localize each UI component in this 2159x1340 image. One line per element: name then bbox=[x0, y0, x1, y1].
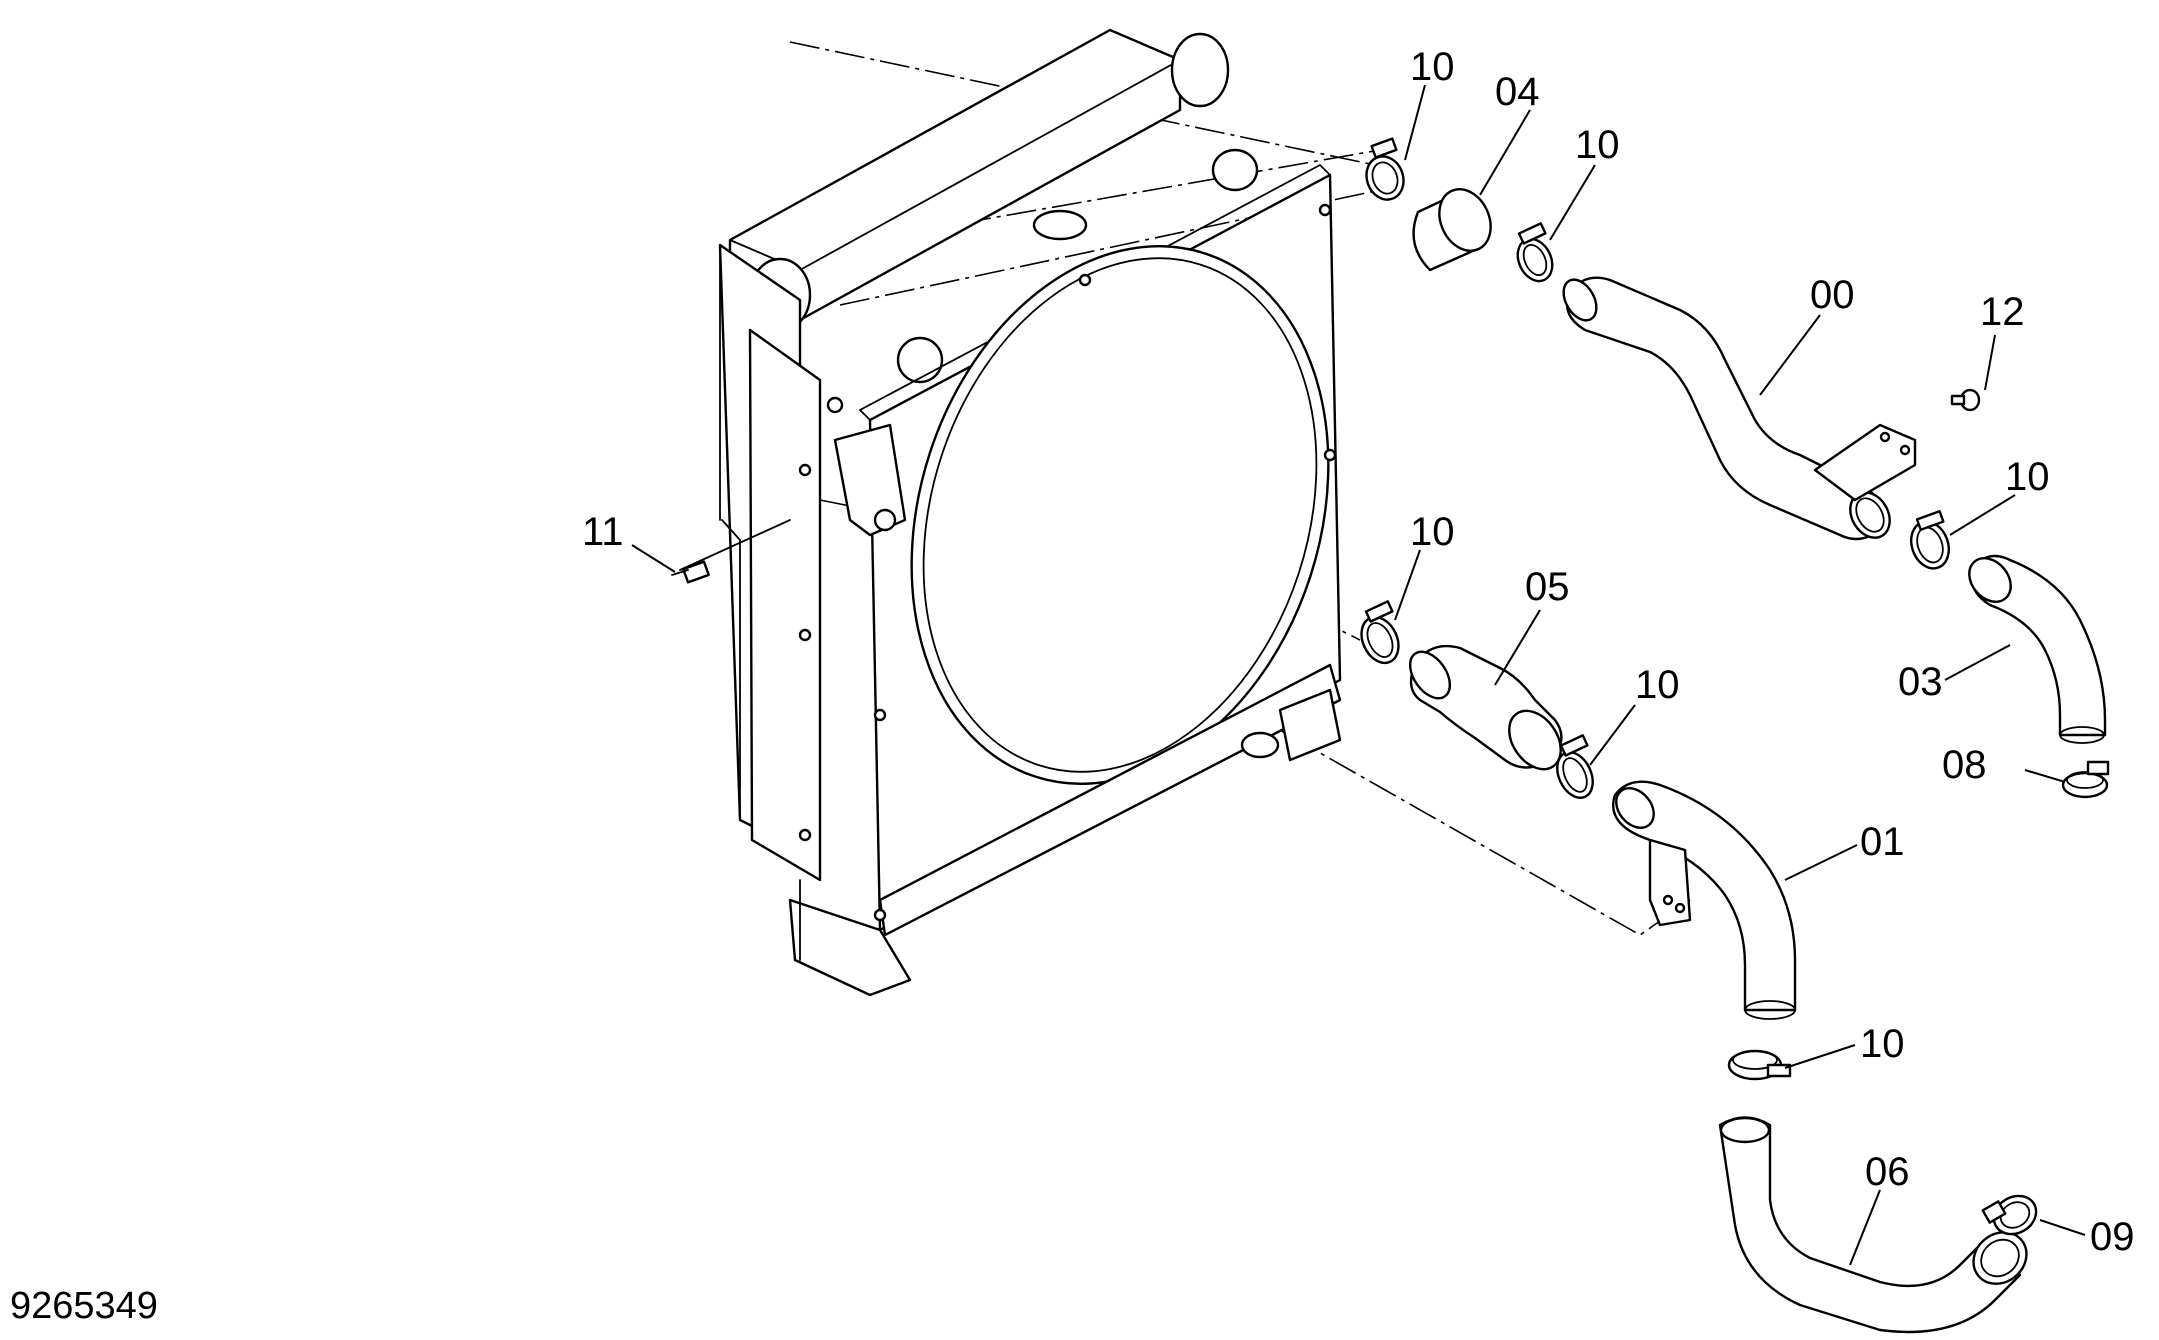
hose-clamp-10-mid bbox=[1360, 600, 1400, 665]
top-pipe-end-right bbox=[1170, 32, 1230, 108]
bottom-frame bbox=[878, 663, 1342, 937]
left-side-plate bbox=[748, 328, 822, 882]
upper-outlet-pipe bbox=[1211, 148, 1259, 192]
hose-clamp-08 bbox=[2061, 760, 2110, 799]
bottom-foot-right bbox=[1278, 688, 1342, 762]
hose-06 bbox=[1718, 1116, 2028, 1334]
bolt-11 bbox=[671, 519, 791, 584]
callout-p01: 01 bbox=[1860, 820, 1905, 864]
hose-05 bbox=[1408, 644, 1563, 771]
fan-ring-outer bbox=[910, 245, 1330, 785]
radiator-assembly bbox=[718, 28, 1342, 997]
callout-p09: 09 bbox=[2090, 1215, 2135, 1259]
callout-labels: 10 04 10 00 12 10 11 10 05 10 03 08 01 1… bbox=[582, 45, 2135, 1259]
callout-p08: 08 bbox=[1942, 743, 1987, 787]
callout-p04: 04 bbox=[1495, 70, 1540, 114]
bottom-foot-left bbox=[788, 898, 912, 997]
fan-ring-inner bbox=[922, 257, 1318, 773]
callout-p10d: 10 bbox=[1410, 510, 1455, 554]
pipe-01-bracket bbox=[1648, 838, 1692, 927]
middle-outlet-pipe bbox=[896, 336, 944, 384]
hose-clamp-09 bbox=[1981, 1194, 2038, 1236]
pipe-01 bbox=[1612, 780, 1797, 1020]
callout-p00: 00 bbox=[1810, 273, 1855, 317]
hose-03 bbox=[1968, 554, 2107, 744]
drawing-number: 9265349 bbox=[10, 1285, 158, 1327]
pipe-00 bbox=[1562, 276, 1917, 541]
hose-clamp-10-top bbox=[1365, 137, 1405, 201]
callout-p03: 03 bbox=[1898, 660, 1943, 704]
callout-p10b: 10 bbox=[1575, 123, 1620, 167]
leader-lines bbox=[631, 84, 2086, 1266]
radiator-cap bbox=[1032, 209, 1088, 241]
callout-p10f: 10 bbox=[1860, 1022, 1905, 1066]
pipe-00-bracket bbox=[1813, 423, 1917, 502]
hose-04 bbox=[1412, 188, 1492, 272]
bolt-12 bbox=[1950, 388, 1981, 412]
callout-p10a: 10 bbox=[1410, 45, 1455, 89]
callout-p12: 12 bbox=[1980, 290, 2025, 334]
callout-p10e: 10 bbox=[1635, 663, 1680, 707]
callout-p11: 11 bbox=[582, 510, 624, 554]
lower-outlet-pipe bbox=[1240, 731, 1280, 759]
callout-p05: 05 bbox=[1525, 565, 1570, 609]
hose-clamp-10-second bbox=[1516, 222, 1554, 283]
hose-clamp-10-lower bbox=[1556, 734, 1594, 799]
hose-clamp-10-right bbox=[1909, 509, 1951, 570]
callout-p10c: 10 bbox=[2005, 455, 2050, 499]
hose-clamp-10-bottom bbox=[1727, 1049, 1792, 1081]
callout-p06: 06 bbox=[1865, 1150, 1910, 1194]
